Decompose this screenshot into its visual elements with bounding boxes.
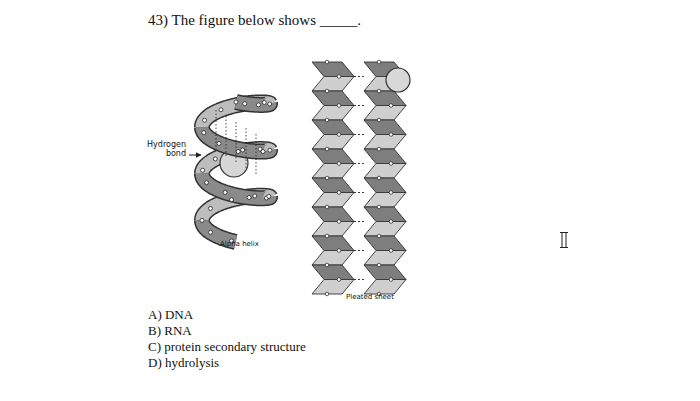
answer-option: D) hydrolysis bbox=[148, 356, 219, 371]
answer-option: B) RNA bbox=[148, 324, 192, 339]
figure-label: Hydrogen bond bbox=[146, 140, 186, 158]
answer-option: A) DNA bbox=[148, 308, 193, 323]
pleated-sheet-drawing bbox=[312, 60, 410, 296]
alpha-helix-drawing bbox=[200, 100, 272, 243]
figure-label: Pleated sheet bbox=[346, 293, 394, 301]
answer-option: C) protein secondary structure bbox=[148, 340, 306, 355]
figure-label: Alpha helix bbox=[220, 240, 259, 248]
text-cursor bbox=[560, 232, 568, 248]
leader-arrow bbox=[189, 155, 201, 156]
question-title: 43) The figure below shows _____. bbox=[148, 12, 361, 29]
